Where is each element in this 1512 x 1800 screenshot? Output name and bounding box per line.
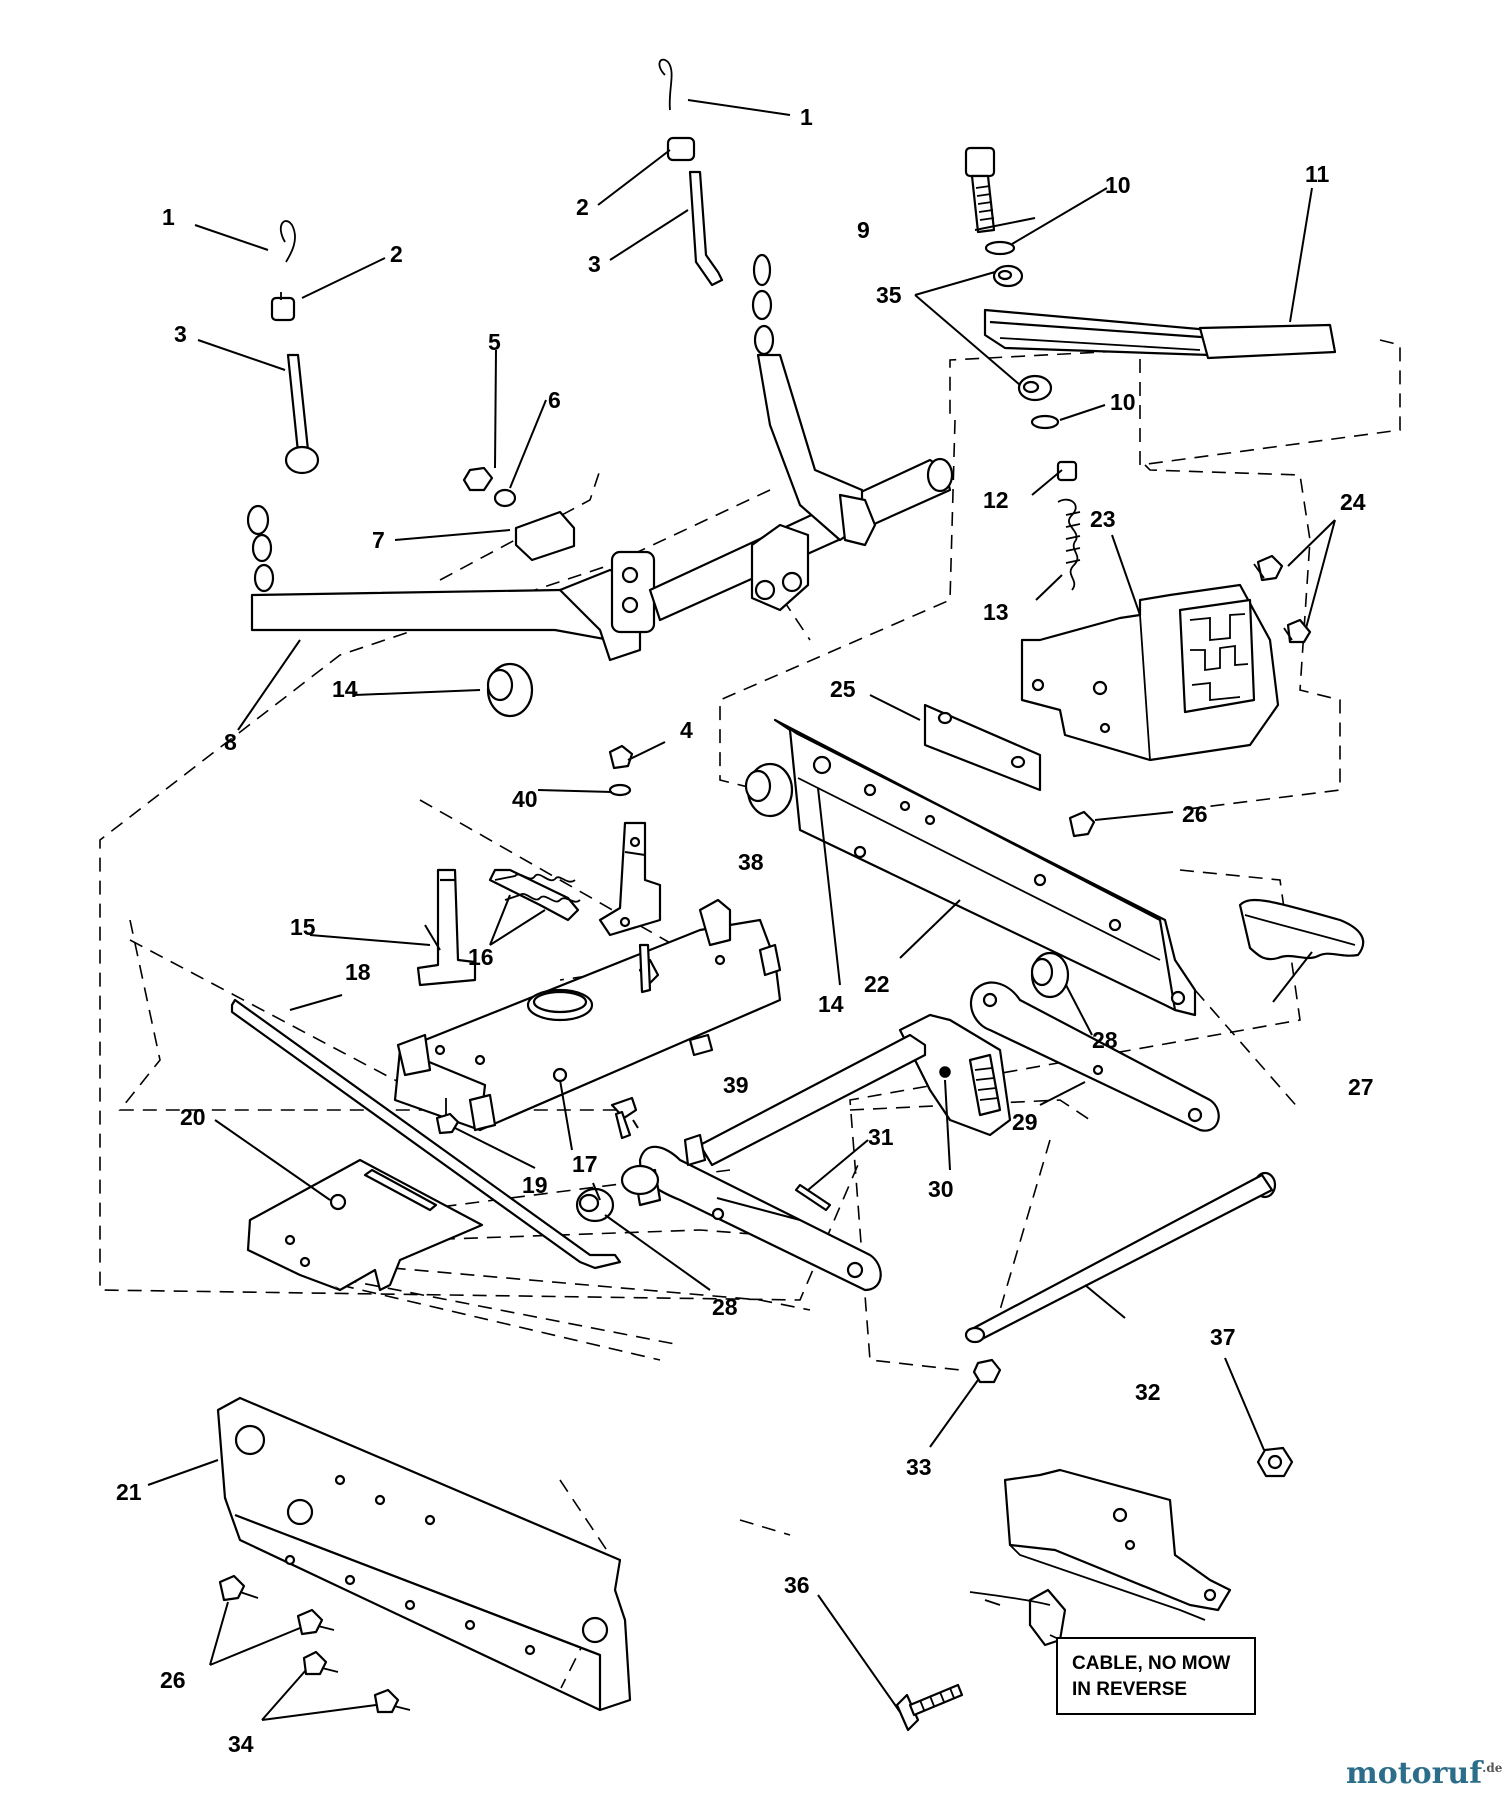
note-line-2: IN REVERSE [1072, 1679, 1188, 1700]
lift-shaft-assembly [246, 253, 954, 718]
watermark-logo: motoruf.de [1346, 1756, 1502, 1791]
watermark-suffix: .de [1482, 1761, 1503, 1775]
callout-32: 32 [1135, 1379, 1161, 1405]
callout-8: 8 [224, 729, 237, 755]
note-line-1: CABLE, NO MOW [1072, 1653, 1231, 1674]
callout-26: 26 [160, 1667, 186, 1693]
side-channel-22 [744, 718, 1197, 1017]
callout-9: 9 [857, 217, 870, 243]
callout-10: 10 [1110, 389, 1136, 415]
callout-33: 33 [906, 1454, 932, 1480]
rear-link-assembly [575, 951, 1220, 1292]
hitch-pin-left [270, 220, 320, 475]
callout-38: 38 [738, 849, 764, 875]
callout-27: 27 [1348, 1074, 1374, 1100]
leader-lines [147, 99, 1336, 1721]
bracket-20 [246, 1158, 484, 1292]
callout-39: 39 [723, 1072, 749, 1098]
callout-18: 18 [345, 959, 371, 985]
pedal-pad [1238, 898, 1365, 961]
rear-bracket [895, 1446, 1294, 1732]
callout-17: 17 [572, 1151, 598, 1177]
pivot-plate-assembly [416, 744, 662, 987]
callout-35: 35 [876, 282, 902, 308]
callout-28: 28 [1092, 1027, 1118, 1053]
callout-30: 30 [928, 1176, 954, 1202]
callout-5: 5 [488, 329, 501, 355]
callout-25: 25 [830, 676, 856, 702]
hitch-pin-center [658, 58, 724, 287]
callout-15: 15 [290, 914, 316, 940]
long-bolt-32 [964, 1171, 1277, 1384]
lever-group [964, 146, 1337, 591]
watermark-brand: motoruf [1346, 1756, 1483, 1791]
callout-24: 24 [1340, 489, 1366, 515]
callout-1: 1 [800, 104, 813, 130]
callout-19: 19 [522, 1172, 548, 1198]
callout-20: 20 [180, 1104, 206, 1130]
plate-25 [923, 703, 1042, 792]
callout-16: 16 [468, 944, 494, 970]
main-frame-17 [393, 898, 782, 1135]
callout-22: 22 [864, 971, 890, 997]
callout-2: 2 [576, 194, 589, 220]
note-box-cable-no-mow: CABLE, NO MOW IN REVERSE [1056, 1637, 1256, 1715]
callout-28: 28 [712, 1294, 738, 1320]
callout-14: 14 [332, 676, 358, 702]
callout-21: 21 [116, 1479, 142, 1505]
callout-11: 11 [1305, 161, 1330, 187]
callout-3: 3 [588, 251, 601, 277]
callout-7: 7 [372, 527, 385, 553]
callout-1: 1 [162, 204, 175, 230]
callout-4: 4 [680, 717, 693, 743]
callout-6: 6 [548, 387, 561, 413]
callout-26: 26 [1182, 801, 1208, 827]
callout-23: 23 [1090, 506, 1116, 532]
callout-40: 40 [512, 786, 538, 812]
front-plate-21 [216, 1396, 632, 1714]
callout-34: 34 [228, 1731, 254, 1757]
callout-36: 36 [784, 1572, 810, 1598]
callout-14: 14 [818, 991, 844, 1017]
shift-cover [1020, 554, 1312, 762]
callout-2: 2 [390, 241, 403, 267]
callout-31: 31 [868, 1124, 894, 1150]
callout-29: 29 [1012, 1109, 1038, 1135]
callout-3: 3 [174, 321, 187, 347]
callout-12: 12 [983, 487, 1009, 513]
callout-13: 13 [983, 599, 1009, 625]
callout-labels: 1 2 3 1 2 3 4 5 6 7 8 9 10 10 11 12 13 1… [116, 104, 1374, 1757]
rod-18 [230, 998, 622, 1270]
callout-37: 37 [1210, 1324, 1236, 1350]
callout-10: 10 [1105, 172, 1131, 198]
